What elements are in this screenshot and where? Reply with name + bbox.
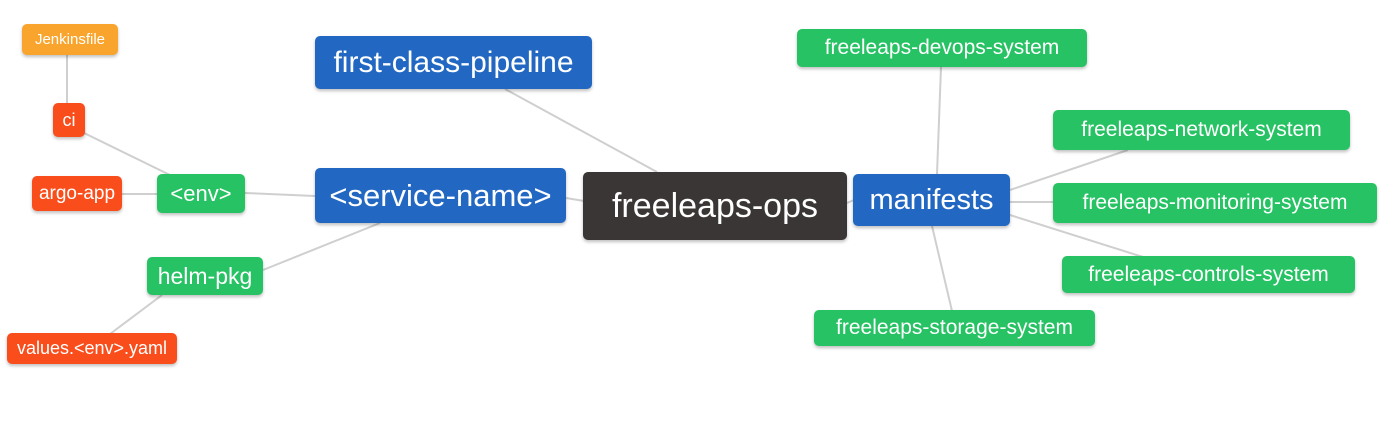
edge-manifests-storage xyxy=(931,225,953,312)
node-freeleaps-monitoring-system[interactable]: freeleaps-monitoring-system xyxy=(1053,183,1377,223)
node-values-yaml[interactable]: values.<env>.yaml xyxy=(7,333,177,364)
node-freeleaps-ops-root[interactable]: freeleaps-ops xyxy=(583,172,847,240)
edge-first-class-pipeline-ops xyxy=(504,88,658,173)
edge-manifests-devops xyxy=(936,66,942,175)
edge-helm-pkg-values-yaml xyxy=(109,294,163,335)
node-ci[interactable]: ci xyxy=(53,103,85,137)
node-helm-pkg[interactable]: helm-pkg xyxy=(147,257,263,295)
edge-manifests-controls xyxy=(1009,214,1144,258)
edge-ops-manifests xyxy=(846,199,855,204)
edge-env-service-name xyxy=(244,192,316,197)
node-first-class-pipeline[interactable]: first-class-pipeline xyxy=(315,36,592,89)
edge-service-name-helm-pkg xyxy=(262,222,381,271)
node-argo-app[interactable]: argo-app xyxy=(32,176,122,211)
edge-ci-env xyxy=(81,131,173,177)
node-freeleaps-controls-system[interactable]: freeleaps-controls-system xyxy=(1062,256,1355,293)
edge-service-name-ops xyxy=(565,197,585,202)
edge-manifests-network xyxy=(1009,149,1129,191)
node-freeleaps-devops-system[interactable]: freeleaps-devops-system xyxy=(797,29,1087,67)
node-service-name[interactable]: <service-name> xyxy=(315,168,566,223)
node-freeleaps-storage-system[interactable]: freeleaps-storage-system xyxy=(814,310,1095,346)
node-freeleaps-network-system[interactable]: freeleaps-network-system xyxy=(1053,110,1350,150)
node-manifests[interactable]: manifests xyxy=(853,174,1010,226)
node-env[interactable]: <env> xyxy=(157,174,245,213)
node-jenkinsfile[interactable]: Jenkinsfile xyxy=(22,24,118,55)
